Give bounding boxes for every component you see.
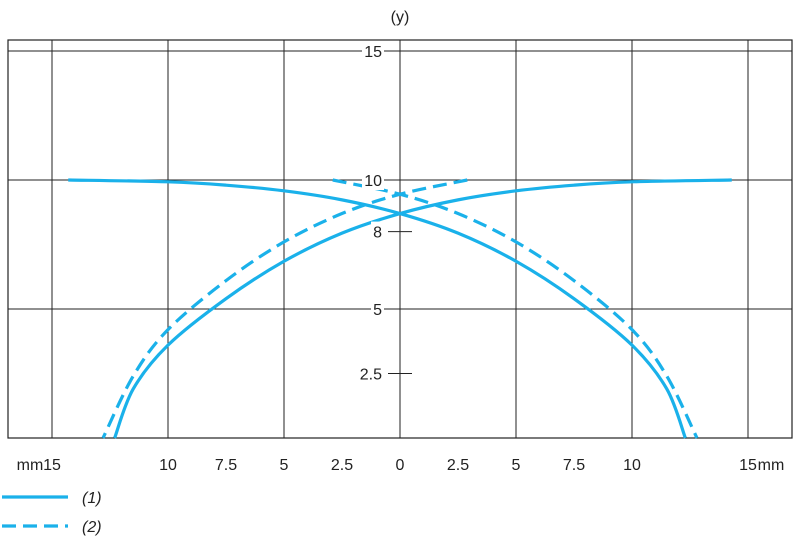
y-tick-label-bg — [353, 363, 384, 384]
x-unit-right: mm — [758, 457, 785, 474]
x-unit-left: mm — [17, 457, 44, 474]
y-tick-label: 5 — [373, 302, 382, 319]
y-tick-label: 15 — [364, 44, 382, 61]
y-tick-label-bg — [362, 41, 384, 61]
series-1-curve-1 — [68, 178, 687, 439]
x-tick-label: 15 — [43, 457, 61, 474]
x-tick-label: 2.5 — [331, 457, 353, 474]
y-axis-label: (y) — [391, 9, 410, 26]
series-2-curve-1 — [332, 178, 699, 439]
y-tick-label: 10 — [364, 173, 382, 190]
x-tick-label: 7.5 — [563, 457, 585, 474]
series-2-curve-2 — [101, 178, 468, 439]
x-tick-label: 10 — [159, 457, 177, 474]
x-tick-label: 2.5 — [447, 457, 469, 474]
series-layer — [68, 178, 732, 439]
y-tick-label-bg — [371, 299, 384, 319]
legend-label-1: (1) — [82, 490, 102, 507]
x-tick-label: 5 — [512, 457, 521, 474]
x-tick-label: 5 — [280, 457, 289, 474]
x-tick-label: 15 — [739, 457, 757, 474]
axes — [388, 50, 412, 374]
x-tick-label: 10 — [623, 457, 641, 474]
y-tick-label: 8 — [373, 225, 382, 242]
x-tick-label: 0 — [396, 457, 405, 474]
y-tick-label-bg — [371, 221, 384, 242]
x-tick-label: 7.5 — [215, 457, 237, 474]
y-tick-label-bg — [362, 170, 384, 190]
legend-label-2: (2) — [82, 519, 102, 536]
series-1-curve-2 — [113, 178, 732, 439]
legend: (1) (2) — [2, 490, 102, 536]
y-tick-label: 2.5 — [360, 367, 382, 384]
